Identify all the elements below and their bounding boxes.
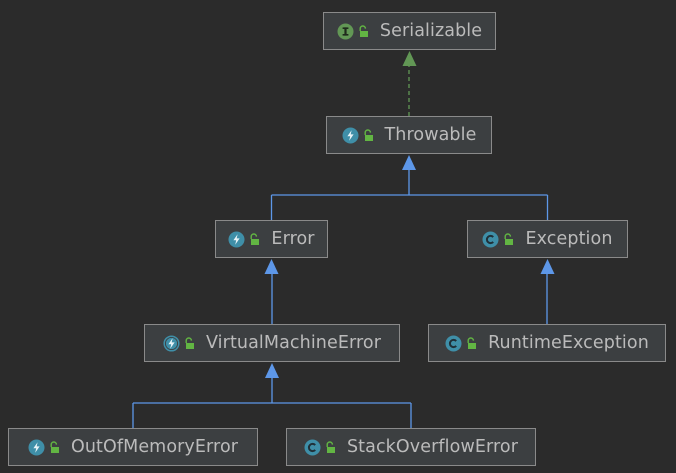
node-label: Error <box>271 229 315 249</box>
public-lock-icon <box>183 336 196 350</box>
node-throwable[interactable]: Throwable <box>326 116 492 154</box>
exception-icon <box>28 439 45 456</box>
public-lock-icon <box>248 232 261 246</box>
node-label: Throwable <box>384 125 477 145</box>
node-outofmemoryerror[interactable]: OutOfMemoryError <box>8 428 258 466</box>
node-exception[interactable]: Exception <box>467 220 628 258</box>
class-icon <box>445 335 462 352</box>
node-stackoverflowerror[interactable]: StackOverflowError <box>286 428 536 466</box>
node-label: VirtualMachineError <box>206 333 381 353</box>
edge-arrowhead <box>540 259 555 274</box>
public-lock-icon <box>502 232 515 246</box>
node-label: OutOfMemoryError <box>70 437 239 457</box>
edge-arrowhead <box>264 259 279 274</box>
node-error[interactable]: Error <box>215 220 328 258</box>
node-virtualmachineerror[interactable]: VirtualMachineError <box>144 324 400 362</box>
public-lock-icon <box>324 440 337 454</box>
abstract-exception-icon <box>163 334 180 352</box>
edge-arrowhead <box>402 155 416 170</box>
node-label: StackOverflowError <box>346 437 519 457</box>
exception-icon <box>342 127 359 144</box>
node-label: Exception <box>525 229 613 249</box>
edge-arrowhead <box>402 51 417 66</box>
public-lock-icon <box>357 24 370 38</box>
edge-arrowhead <box>265 363 279 378</box>
node-runtimeexception[interactable]: RuntimeException <box>428 324 666 362</box>
class-icon <box>304 439 321 456</box>
node-serializable[interactable]: Serializable <box>323 12 496 50</box>
class-icon <box>482 231 499 248</box>
node-label: RuntimeException <box>488 333 649 353</box>
public-lock-icon <box>465 336 478 350</box>
node-label: Serializable <box>379 21 483 41</box>
interface-icon <box>337 23 354 40</box>
exception-icon <box>228 231 245 248</box>
public-lock-icon <box>48 440 61 454</box>
public-lock-icon <box>362 128 375 142</box>
